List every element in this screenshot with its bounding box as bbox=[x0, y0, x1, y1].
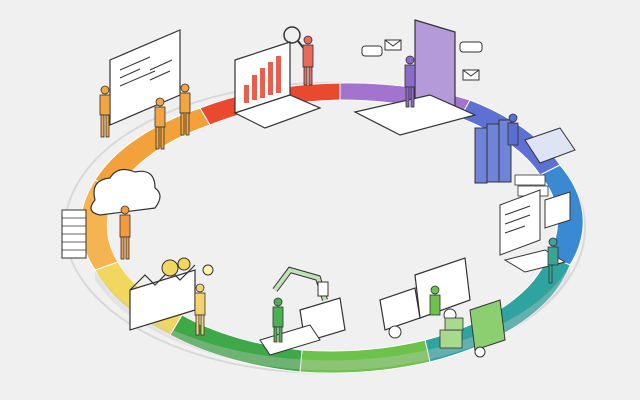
dashboard-office-icon bbox=[499, 189, 571, 284]
cloud-server-icon bbox=[61, 168, 161, 260]
whiteboard-icon bbox=[99, 29, 191, 150]
factory-gears-icon bbox=[129, 257, 214, 336]
robot-arm-icon bbox=[259, 266, 346, 356]
tablet-mail-icon bbox=[353, 19, 483, 136]
truck-forklift-icon bbox=[379, 257, 506, 358]
laptop-chart-icon bbox=[233, 26, 322, 129]
binders-calculator-icon bbox=[474, 113, 576, 197]
